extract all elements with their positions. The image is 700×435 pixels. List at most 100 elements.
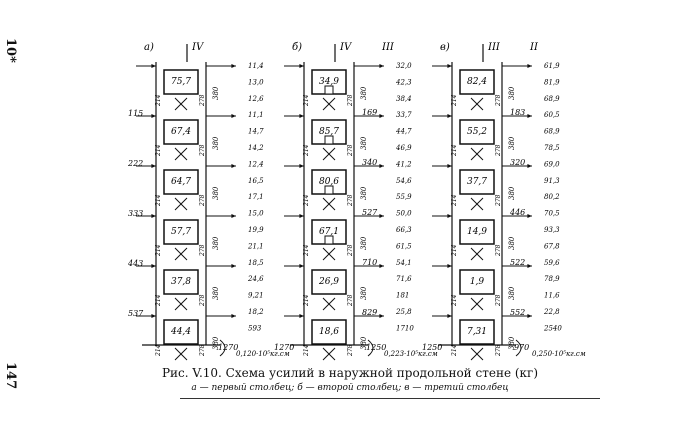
panel-c-section-1: III bbox=[487, 42, 501, 53]
panel-c-side-l-2: 214 bbox=[451, 194, 458, 207]
panel-b-force-arrow-r-1-head bbox=[379, 114, 384, 118]
panel-c-right-value-16: 2540 bbox=[543, 324, 562, 332]
panel-b-right-value-6: 41,2 bbox=[395, 160, 412, 168]
panel-a-inner-2: 380 bbox=[212, 186, 220, 200]
panel-c-tie-b-0 bbox=[470, 97, 484, 111]
panel-b-bottom-load-left: 1270 bbox=[274, 343, 294, 352]
panel-c-right-value-12: 59,6 bbox=[544, 259, 560, 267]
panel-b-notch-1 bbox=[324, 135, 334, 145]
panel-a-side-r-4: 278 bbox=[199, 294, 206, 307]
panel-c-letter: в) bbox=[440, 42, 450, 53]
panel-a-right-value-5: 14,2 bbox=[248, 144, 264, 152]
panel-a-letter: а) bbox=[144, 42, 154, 53]
panel-b-right-load-1: 340 bbox=[362, 158, 377, 167]
panel-a-tie-b-0 bbox=[174, 97, 188, 111]
panel-a-cell-value-4: 37,8 bbox=[171, 277, 191, 287]
panel-b-force-arrow-r-2-head bbox=[379, 164, 384, 168]
panel-c-cell-value-2: 37,7 bbox=[467, 177, 487, 187]
panel-c-right-load-3: 522 bbox=[510, 258, 525, 267]
panel-a-side-l-4: 214 bbox=[155, 294, 162, 307]
panel-a-left-load-0: 115 bbox=[128, 109, 143, 118]
panel-b-cell-value-0: 34,9 bbox=[319, 77, 339, 87]
panel-c-right-load-4: 552 bbox=[510, 308, 525, 317]
panel-a-cell-4 bbox=[163, 269, 199, 295]
panel-c-force-arrow-r-3-head bbox=[527, 214, 532, 218]
panel-b-right-value-7: 54,6 bbox=[396, 177, 412, 185]
panel-a-force-arrow-l-5-head bbox=[151, 314, 156, 318]
panel-b-force-arrow-l-2-head bbox=[299, 164, 304, 168]
panel-b-side-r-0: 278 bbox=[347, 94, 354, 107]
panel-a-force-arrow-l-1-head bbox=[151, 114, 156, 118]
panel-a-force-arrow-r-4-head bbox=[231, 264, 236, 268]
panel-a-right-value-8: 17,1 bbox=[248, 193, 264, 201]
panel-a-force-arrow-r-2-head bbox=[231, 164, 236, 168]
panel-a-inner-1: 380 bbox=[212, 136, 220, 150]
panel-b-force-arrow-l-1-head bbox=[299, 114, 304, 118]
panel-b-side-l-2: 214 bbox=[303, 194, 310, 207]
panel-a-right-value-6: 12,4 bbox=[248, 160, 264, 168]
panel-a-right-value-2: 12,6 bbox=[248, 95, 264, 103]
panel-a-inner-5: 380 bbox=[212, 336, 220, 350]
panel-b-right-value-14: 181 bbox=[396, 292, 409, 300]
panel-b-side-r-4: 278 bbox=[347, 294, 354, 307]
panel-b-side-l-5: 214 bbox=[303, 344, 310, 357]
panel-c-moment-arc bbox=[515, 339, 522, 357]
panel-c-force-arrow-r-5-head bbox=[527, 314, 532, 318]
panel-a-inner-4: 380 bbox=[212, 286, 220, 300]
panel-b-force-arrow-l-0-head bbox=[299, 64, 304, 68]
panel-c-right-value-2: 68,9 bbox=[544, 95, 560, 103]
panel-c-right-value-14: 11,6 bbox=[544, 292, 560, 300]
panel-a-cell-value-0: 75,7 bbox=[171, 77, 191, 87]
panel-b-side-r-5: 278 bbox=[347, 344, 354, 357]
panel-b-right-value-5: 46,9 bbox=[395, 144, 412, 152]
panel-b-notch-2 bbox=[324, 185, 334, 195]
panel-c-section-2: II bbox=[529, 42, 539, 53]
panel-a-moment-arc bbox=[219, 339, 226, 357]
panel-a-side-l-2: 214 bbox=[155, 194, 162, 207]
panel-b-inner-2: 380 bbox=[360, 186, 368, 200]
panel-a-cell-1 bbox=[163, 119, 199, 145]
panel-b-side-l-1: 214 bbox=[303, 144, 310, 157]
panel-a-cell-value-2: 64,7 bbox=[171, 177, 191, 187]
panel-a-right-value-10: 19,9 bbox=[248, 226, 264, 234]
panel-a-force-arrow-r-5-head bbox=[231, 314, 236, 318]
panel-c-inner-4: 380 bbox=[508, 286, 516, 300]
panel-b-right-load-0: 169 bbox=[362, 108, 377, 117]
panel-a-tie-b-1 bbox=[174, 147, 188, 161]
panel-b-right-value-9: 50,0 bbox=[396, 210, 412, 218]
panel-b-side-l-4: 214 bbox=[303, 294, 310, 307]
panel-a-moment-note: 0,120·10⁵кг.см bbox=[236, 350, 290, 358]
panel-a-right-value-1: 13,0 bbox=[248, 78, 264, 86]
panel-a-cell-0 bbox=[163, 69, 199, 95]
panel-a-left-load-1: 222 bbox=[127, 159, 143, 168]
panel-c-right-value-3: 60,5 bbox=[544, 111, 560, 119]
panel-a-side-r-0: 278 bbox=[199, 94, 206, 107]
panel-b-right-value-10: 66,3 bbox=[396, 226, 412, 234]
panel-c-tie-b-3 bbox=[470, 247, 484, 261]
panel-b-moment-arc bbox=[367, 339, 374, 357]
panel-c-inner-2: 380 bbox=[508, 186, 516, 200]
panel-b-force-arrow-l-5-head bbox=[299, 314, 304, 318]
panel-c-force-arrow-r-1-head bbox=[527, 114, 532, 118]
panel-c-side-r-2: 278 bbox=[495, 194, 502, 207]
panel-a-side-l-1: 214 bbox=[155, 144, 162, 157]
panel-a-right-value-7: 16,5 bbox=[248, 177, 264, 185]
panel-b-tie-b-0 bbox=[322, 97, 336, 111]
panel-b-side-l-3: 214 bbox=[303, 244, 310, 257]
panel-c-right-value-6: 69,0 bbox=[544, 160, 560, 168]
panel-b-inner-3: 380 bbox=[360, 236, 368, 250]
panel-c-cell-value-4: 1,9 bbox=[470, 277, 485, 287]
panel-b-notch-0 bbox=[324, 85, 334, 95]
panel-a-right-value-13: 24,6 bbox=[247, 275, 264, 283]
figure-caption: Рис. V.10. Схема усилий в наружной продо… bbox=[161, 366, 539, 380]
panel-c-force-arrow-l-1-head bbox=[447, 114, 452, 118]
panel-c-right-value-10: 93,3 bbox=[544, 226, 560, 234]
panel-c-right-value-5: 78,5 bbox=[544, 144, 560, 152]
panel-b-force-arrow-r-4-head bbox=[379, 264, 384, 268]
panel-a-side-r-3: 278 bbox=[199, 244, 206, 257]
panel-a-tie-b-4 bbox=[174, 297, 188, 311]
panel-c-tie-b-1 bbox=[470, 147, 484, 161]
panel-c-cell-value-1: 55,2 bbox=[467, 127, 487, 137]
panel-c-inner-3: 380 bbox=[508, 236, 516, 250]
